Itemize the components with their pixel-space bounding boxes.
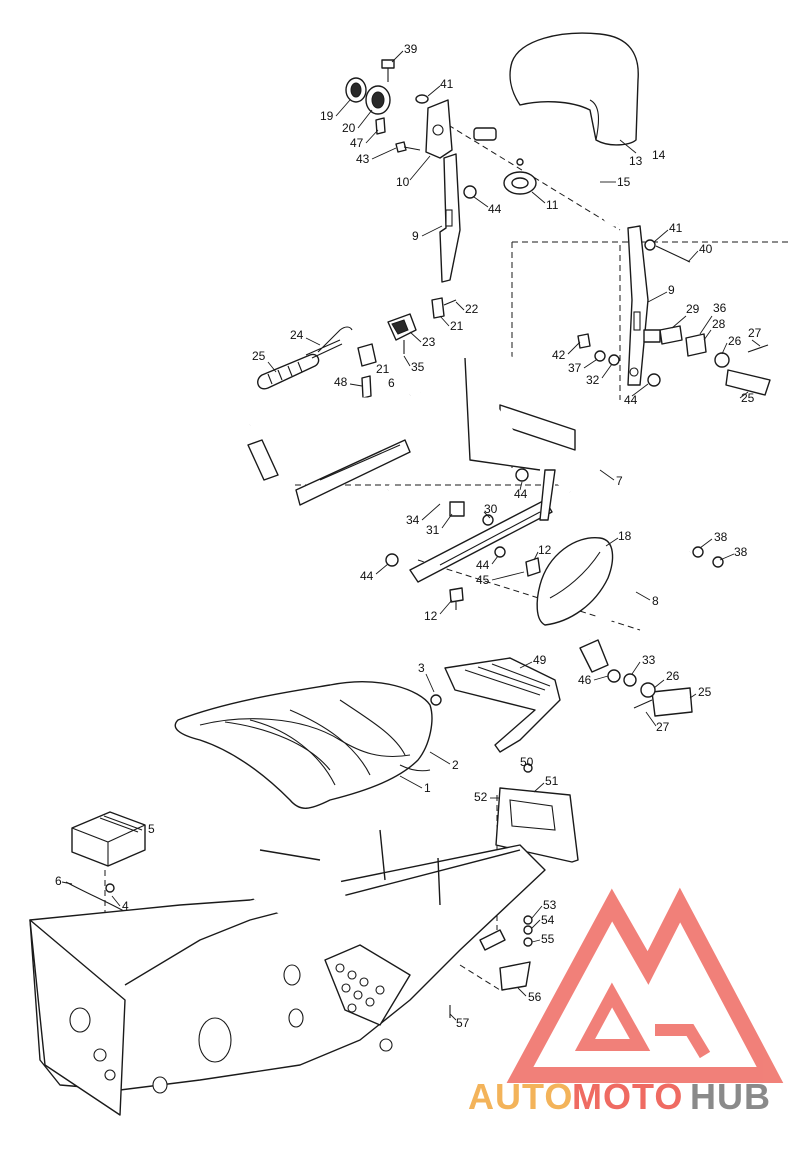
footrest-upper — [714, 344, 771, 396]
callout-52: 52 — [474, 790, 488, 804]
callout-44-d: 44 — [476, 558, 490, 572]
hardware-top — [345, 59, 429, 153]
switch-assembly — [357, 297, 457, 399]
callout-15: 15 — [617, 175, 631, 189]
callout-44-a: 44 — [488, 202, 502, 216]
callout-47: 47 — [350, 136, 364, 150]
side-handle — [579, 550, 691, 673]
callout-24: 24 — [290, 328, 304, 342]
callout-44-e: 44 — [360, 569, 374, 583]
watermark-logo — [506, 887, 784, 1083]
callout-27-upper: 27 — [748, 326, 762, 340]
callout-50: 50 — [520, 755, 534, 769]
callout-10: 10 — [396, 175, 410, 189]
strap-bracket-left — [439, 153, 461, 283]
callout-54: 54 — [541, 913, 555, 927]
backrest-frame — [473, 113, 619, 227]
callout-37: 37 — [568, 361, 582, 375]
callout-38-top: 39 — [404, 42, 418, 56]
callout-25-upper: 25 — [741, 391, 755, 405]
strap-bracket-right — [627, 225, 649, 386]
callout-28: 28 — [712, 317, 726, 331]
callout-7: 7 — [616, 474, 623, 488]
callout-57: 57 — [456, 1016, 470, 1030]
callout-55: 55 — [541, 932, 555, 946]
grommet — [503, 171, 537, 195]
callout-40: 38 — [734, 545, 748, 559]
watermark-auto: AUTO — [468, 1076, 573, 1117]
callout-30: 30 — [484, 502, 498, 516]
callout-1: 1 — [424, 781, 431, 795]
callout-11: 11 — [546, 198, 559, 212]
callout-21: 21 — [450, 319, 464, 333]
callout-12-b: 12 — [424, 609, 438, 623]
callout-31: 31 — [426, 523, 440, 537]
footrest-lower — [633, 682, 693, 717]
callout-25-lower: 25 — [698, 685, 712, 699]
watermark-triangle-icon — [506, 887, 784, 1083]
watermark-hub: HUB — [690, 1076, 771, 1117]
callout-9-right: 9 — [668, 283, 675, 297]
callout-44-c: 44 — [514, 487, 528, 501]
callout-36: 36 — [713, 301, 727, 315]
rear-trim — [430, 657, 561, 753]
callout-26-lower: 26 — [666, 669, 680, 683]
side-cover — [536, 537, 614, 626]
callout-20: 23 — [422, 335, 436, 349]
snow-flap — [495, 763, 579, 863]
callout-4: 6 — [388, 376, 395, 390]
callout-2: 2 — [452, 758, 459, 772]
callout-44-b: 44 — [624, 393, 638, 407]
watermark-moto: MOTO — [572, 1076, 683, 1117]
callout-46: 46 — [578, 673, 592, 687]
rear-rack-frame — [247, 350, 637, 506]
callout-22: 22 — [465, 302, 479, 316]
lower-rack-rail — [385, 468, 556, 610]
callout-18: 20 — [342, 121, 356, 135]
callout-39: 38 — [714, 530, 728, 544]
washers-side — [463, 158, 724, 687]
fuel-tank-block — [71, 811, 146, 867]
callout-3-lower: 4 — [122, 899, 129, 913]
callout-23-label: 25 — [252, 349, 266, 363]
callout-56: 56 — [528, 990, 542, 1004]
callout-42: 42 — [552, 348, 566, 362]
backrest-cushion — [509, 32, 639, 146]
callout-6: 6 — [55, 874, 62, 888]
callout-41-right: 41 — [669, 221, 683, 235]
callout-35: 35 — [411, 360, 425, 374]
hand-grip — [257, 326, 353, 390]
callout-34: 34 — [406, 513, 420, 527]
callout-27-lower: 27 — [656, 720, 670, 734]
callout-14: 14 — [652, 148, 666, 162]
callout-38-right: 40 — [699, 242, 713, 256]
callout-3-top: 3 — [418, 661, 425, 675]
seat-cushion — [174, 681, 433, 809]
chassis-tunnel — [29, 817, 546, 1116]
mount-bracket — [425, 99, 453, 159]
callout-16: 18 — [618, 529, 632, 543]
callout-26-upper: 26 — [728, 334, 742, 348]
callout-32: 32 — [586, 373, 600, 387]
callout-48: 48 — [334, 375, 348, 389]
callout-9-left: 9 — [412, 229, 419, 243]
callout-8: 8 — [652, 594, 659, 608]
callout-45: 45 — [476, 573, 490, 587]
callout-13: 13 — [629, 154, 643, 168]
callout-5: 5 — [148, 822, 155, 836]
callout-41-top: 41 — [440, 77, 454, 91]
callout-17: 19 — [320, 109, 334, 123]
callout-29: 29 — [686, 302, 700, 316]
callout-labels: 39 41 19 20 47 43 10 13 14 15 44 11 9 41… — [55, 42, 762, 1030]
callout-12-a: 12 — [538, 543, 552, 557]
callout-43: 43 — [356, 152, 370, 166]
callout-49: 49 — [533, 653, 547, 667]
callout-19: 21 — [376, 362, 390, 376]
callout-33: 33 — [642, 653, 656, 667]
callout-53: 53 — [543, 898, 557, 912]
callout-51: 51 — [545, 774, 559, 788]
